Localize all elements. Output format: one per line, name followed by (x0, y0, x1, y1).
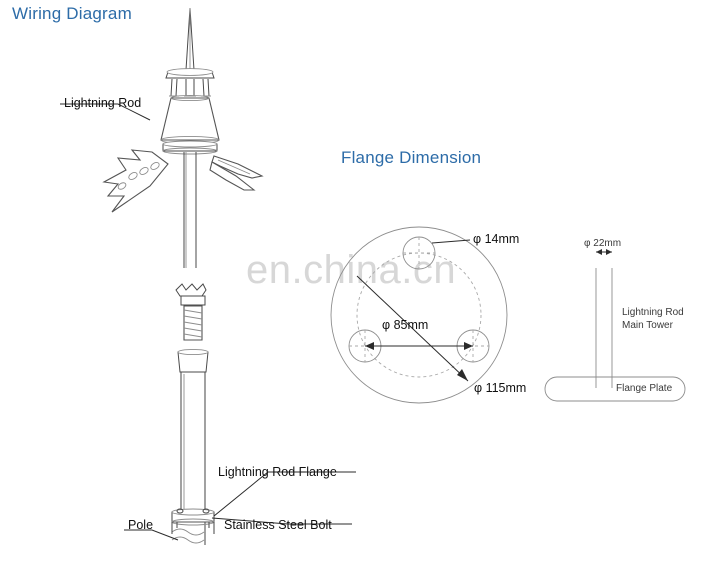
label-main-tower-line2: Main Tower (622, 320, 673, 331)
label-lightning-rod: Lightning Rod (64, 96, 142, 110)
section-title-flange: Flange Dimension (341, 148, 482, 167)
label-main-tower-line1: Lightning Rod (622, 307, 684, 318)
label-stainless-steel-bolt: Stainless Steel Bolt (224, 518, 332, 532)
label-lightning-rod-flange: Lightning Rod Flange (218, 465, 337, 479)
page-title-wiring: Wiring Diagram (12, 4, 132, 23)
dimension-hole-diameter: φ 14mm (473, 232, 520, 246)
label-flange-plate: Flange Plate (616, 383, 673, 394)
watermark-text: en.china.cn (246, 248, 457, 292)
label-pole: Pole (128, 518, 154, 532)
dimension-bolt-circle: φ 85mm (382, 318, 429, 332)
dimension-rod-diameter: φ 22mm (584, 238, 622, 249)
dimension-outer-diameter: φ 115mm (474, 381, 527, 395)
